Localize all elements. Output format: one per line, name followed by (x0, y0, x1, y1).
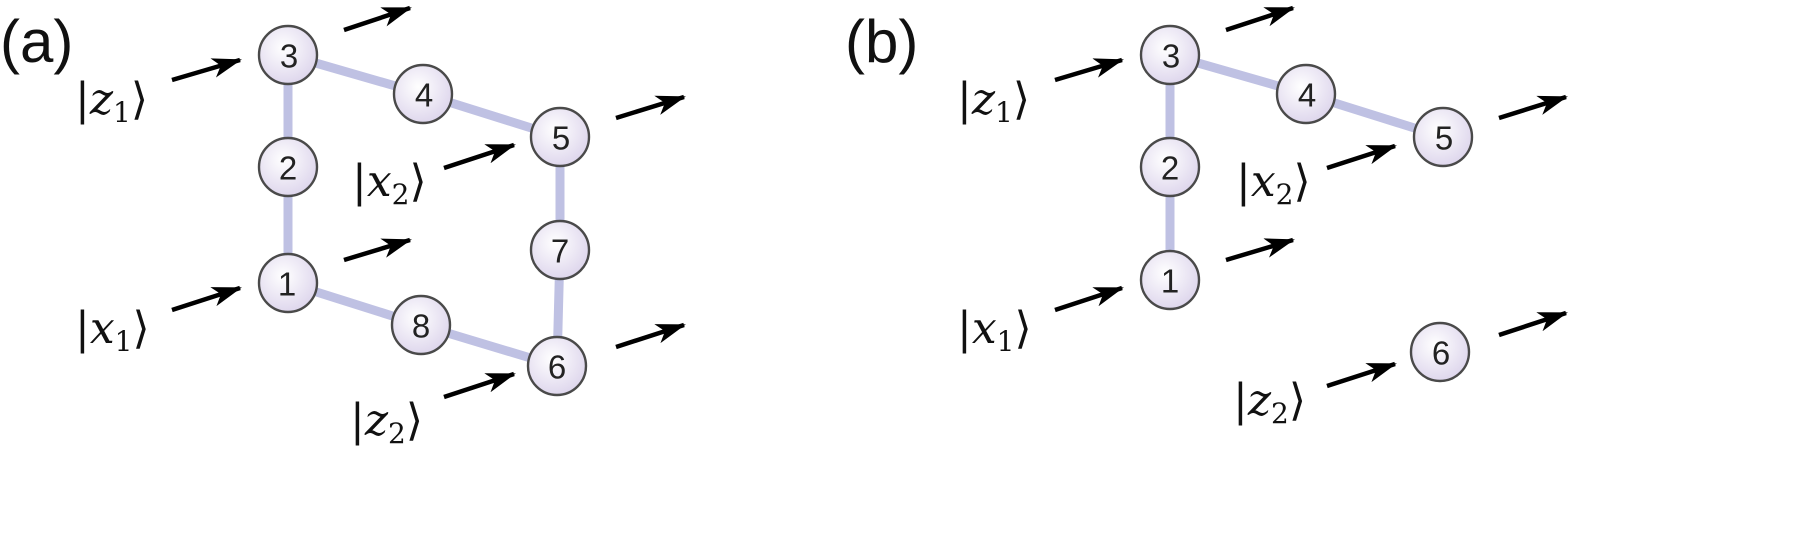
node-3: 3 (257, 24, 319, 86)
node-b-4: 4 (1275, 63, 1337, 125)
ket-z2-symbol: z (364, 395, 389, 446)
output-arrow-b-3 (1225, 5, 1295, 33)
ket-z1: |z1⟩ (75, 74, 148, 129)
node-b-5-label: 5 (1435, 120, 1453, 157)
panel-a: (a) 1 2 3 (0, 5, 686, 450)
output-arrow-b-1 (1225, 237, 1295, 263)
ket-b-z1-symbol: z (971, 74, 996, 125)
output-arrow-1 (343, 237, 412, 263)
ket-x2-symbol: x (367, 156, 392, 207)
panel-a-input-arrows (171, 57, 516, 400)
node-b-1-label: 1 (1161, 263, 1179, 300)
ket-b-x1: |x1⟩ (957, 303, 1032, 358)
output-arrow-b-5 (1498, 94, 1568, 121)
input-arrow-x2 (443, 142, 516, 171)
ket-x2-subscript: 2 (392, 178, 410, 211)
output-arrow-b-6 (1498, 310, 1568, 338)
node-2-label: 2 (279, 150, 297, 187)
ket-b-x1-symbol: x (972, 303, 997, 354)
ket-b-x2: |x2⟩ (1236, 156, 1311, 211)
node-6: 6 (526, 335, 588, 397)
input-arrow-b-z1 (1054, 57, 1124, 83)
panel-b-nodes: 1 2 3 4 5 6 (1139, 24, 1474, 383)
ket-b-x2-symbol: x (1251, 156, 1276, 207)
ket-z1-subscript: 1 (113, 96, 131, 129)
node-7-label: 7 (551, 233, 569, 270)
panel-b-input-arrows (1054, 57, 1397, 389)
panel-a-output-arrows (343, 5, 686, 350)
node-b-3-label: 3 (1162, 38, 1180, 75)
panel-b: (b) 1 2 3 4 (845, 5, 1568, 430)
node-b-2-label: 2 (1161, 150, 1179, 187)
input-arrow-x1 (171, 285, 242, 313)
ket-x2: |x2⟩ (352, 156, 427, 211)
node-b-2: 2 (1139, 136, 1201, 198)
node-6-label: 6 (548, 349, 566, 386)
input-arrow-b-x2 (1326, 143, 1397, 171)
panel-b-label: (b) (845, 8, 918, 75)
node-b-1: 1 (1139, 249, 1201, 311)
input-arrow-b-x1 (1054, 285, 1124, 313)
input-arrow-z1 (171, 57, 242, 83)
ket-x1-symbol: x (90, 303, 115, 354)
ket-b-z2: |z2⟩ (1233, 375, 1306, 430)
node-5: 5 (529, 106, 591, 168)
ket-b-z2-symbol: z (1247, 375, 1272, 426)
node-7: 7 (529, 219, 591, 281)
ket-b-z1-subscript: 1 (995, 96, 1013, 129)
node-2: 2 (257, 136, 319, 198)
node-b-4-label: 4 (1298, 77, 1316, 114)
panel-b-output-arrows (1225, 5, 1568, 338)
ket-z2: |z2⟩ (350, 395, 423, 450)
node-1: 1 (257, 252, 319, 314)
ket-z1-symbol: z (89, 74, 114, 125)
node-8-label: 8 (412, 308, 430, 345)
node-5-label: 5 (552, 120, 570, 157)
ket-b-z1: |z1⟩ (957, 74, 1030, 129)
node-3-label: 3 (280, 38, 298, 75)
output-arrow-3 (343, 5, 412, 33)
ket-x1-subscript: 1 (115, 325, 133, 358)
panel-a-label: (a) (0, 8, 73, 75)
node-b-6: 6 (1409, 321, 1471, 383)
ket-z2-subscript: 2 (388, 417, 406, 450)
ket-b-z2-subscript: 2 (1271, 397, 1289, 430)
node-4: 4 (392, 63, 454, 125)
ket-b-x1-subscript: 1 (997, 325, 1015, 358)
ket-b-x2-subscript: 2 (1276, 178, 1294, 211)
panel-a-nodes: 1 2 3 4 5 6 7 (257, 24, 591, 397)
node-8: 8 (390, 294, 452, 356)
node-b-6-label: 6 (1432, 335, 1450, 372)
node-b-3: 3 (1139, 24, 1201, 86)
node-4-label: 4 (415, 77, 433, 114)
panel-b-kets: |z1⟩ |x2⟩ |x1⟩ |z2⟩ (957, 74, 1311, 430)
input-arrow-b-z2 (1326, 361, 1397, 389)
panel-a-kets: |z1⟩ |x2⟩ |x1⟩ |z2⟩ (75, 74, 427, 450)
node-b-5: 5 (1412, 106, 1474, 168)
input-arrow-z2 (443, 371, 516, 400)
ket-x1: |x1⟩ (75, 303, 150, 358)
output-arrow-5 (615, 94, 686, 121)
node-1-label: 1 (278, 266, 296, 303)
output-arrow-6 (615, 322, 686, 350)
